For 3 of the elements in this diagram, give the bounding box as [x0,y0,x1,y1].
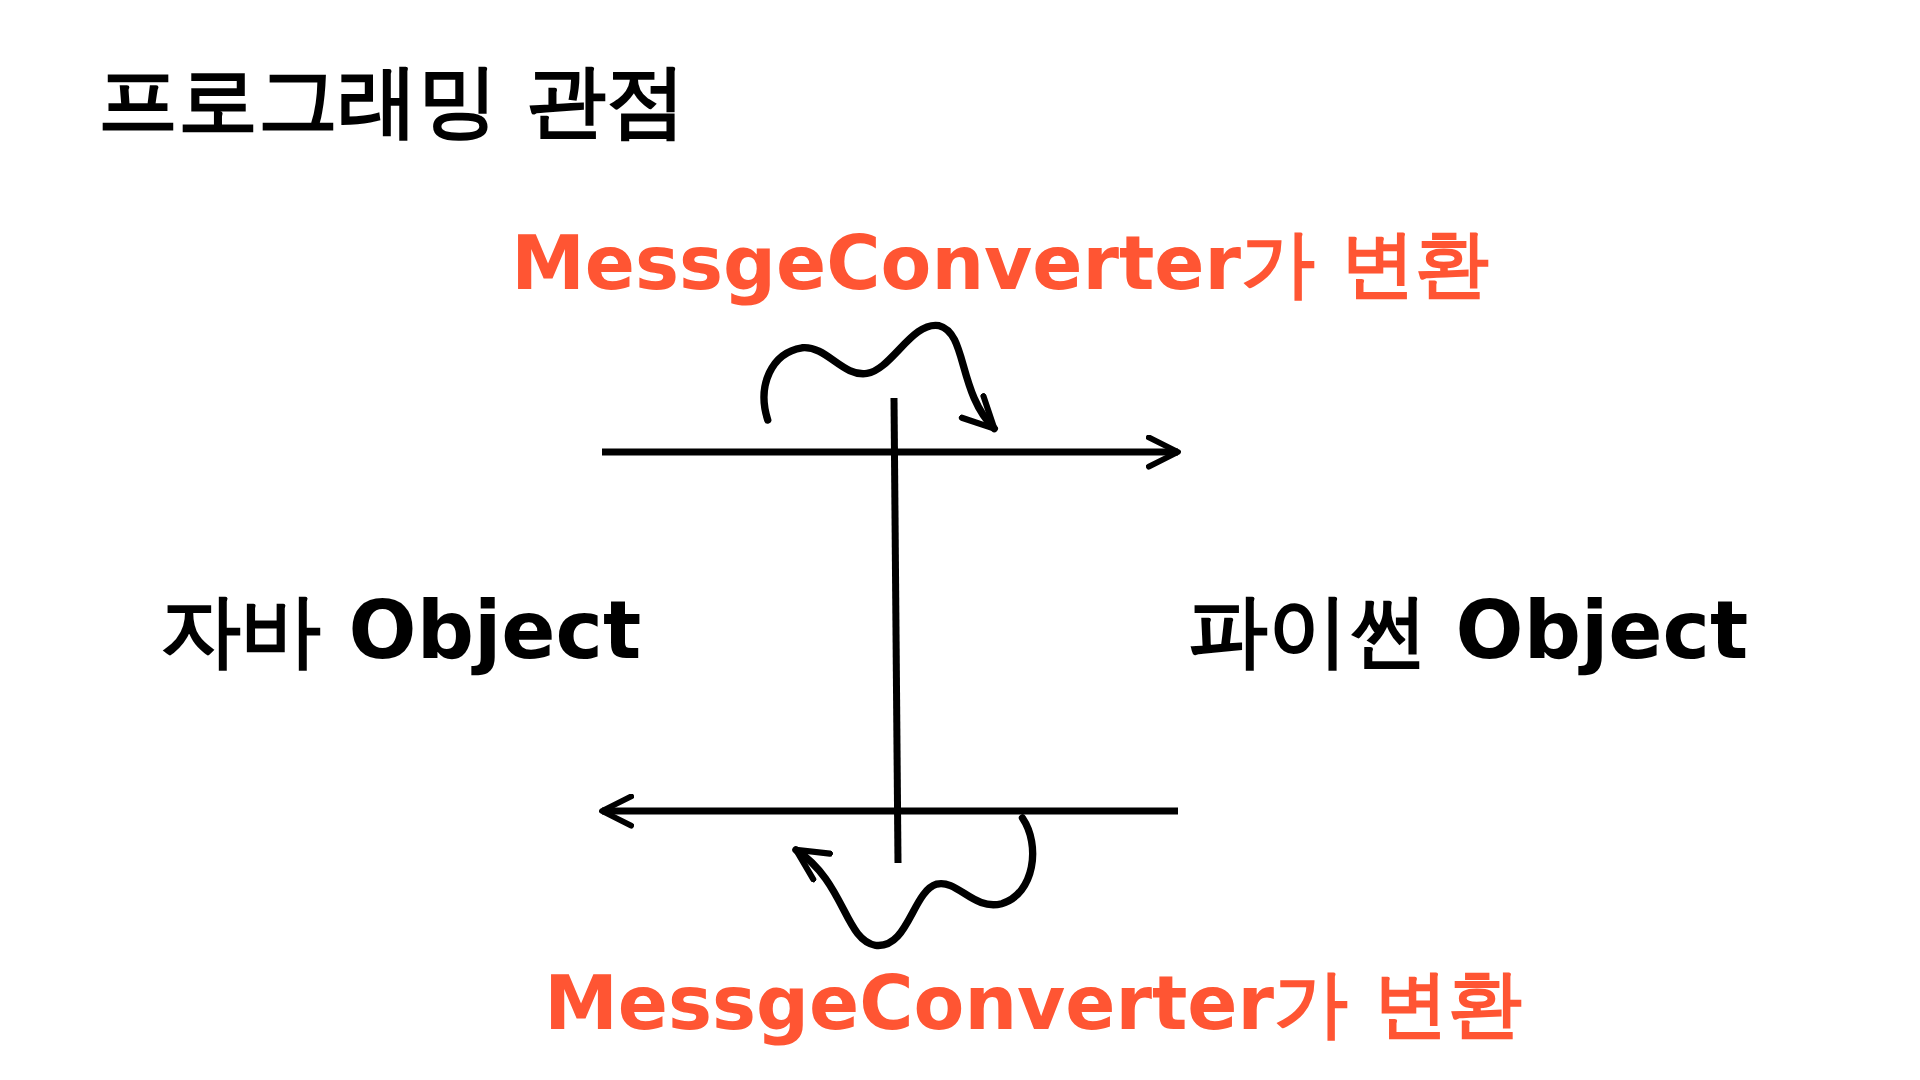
title: 프로그래밍 관점 [98,53,686,149]
object-label: 자바 Object [160,582,642,679]
object-label: 파이썬 Object [1187,582,1749,679]
